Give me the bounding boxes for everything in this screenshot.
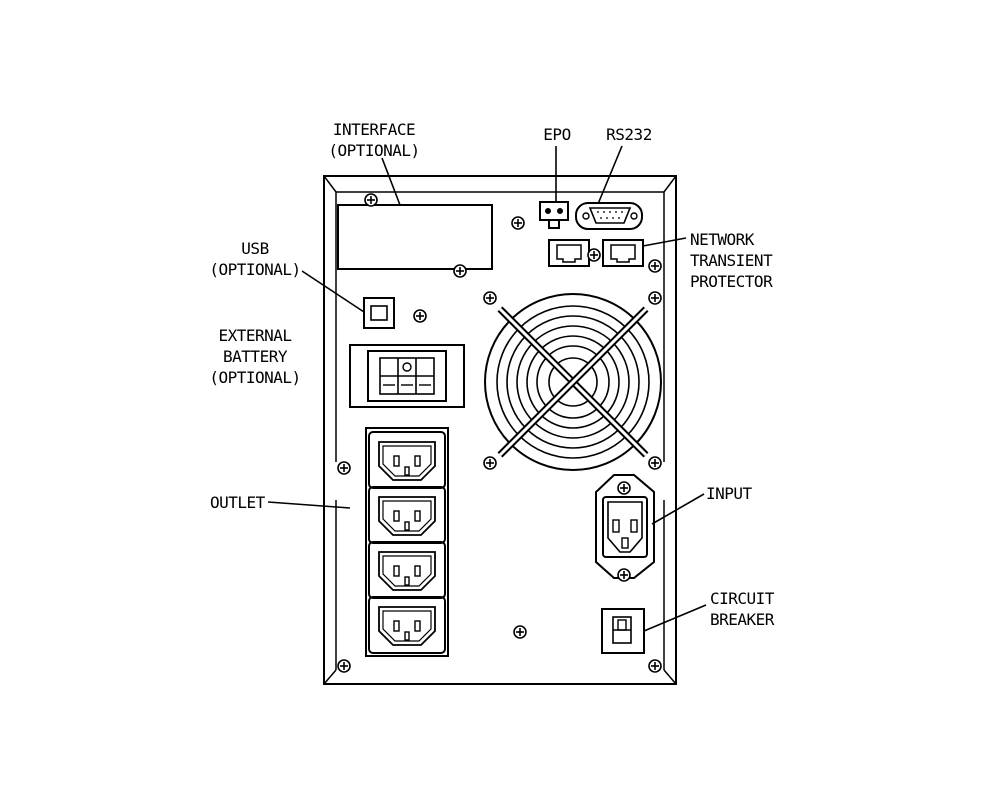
cooling-fan xyxy=(484,293,662,471)
label-network-line1: NETWORK xyxy=(690,230,754,249)
label-external-battery-line3: (OPTIONAL) xyxy=(209,368,301,387)
label-usb-line1: USB xyxy=(241,239,269,258)
input-socket xyxy=(595,474,655,579)
label-circuit-breaker-line2: BREAKER xyxy=(710,610,774,629)
epo-connector xyxy=(539,201,569,229)
label-interface: INTERFACE (OPTIONAL) xyxy=(314,119,434,161)
label-outlet: OUTLET xyxy=(210,493,265,512)
external-battery-connector xyxy=(349,344,465,408)
chassis xyxy=(323,175,677,685)
label-circuit-breaker-line1: CIRCUIT xyxy=(710,589,774,608)
label-usb: USB (OPTIONAL) xyxy=(196,238,314,280)
label-interface-line1: INTERFACE xyxy=(332,120,416,139)
label-epo: EPO xyxy=(543,125,571,144)
label-network-line3: PROTECTOR xyxy=(690,272,773,291)
label-network-line2: TRANSIENT xyxy=(690,251,773,270)
label-rs232: RS232 xyxy=(606,125,652,144)
label-interface-line2: (OPTIONAL) xyxy=(328,141,420,160)
label-circuit-breaker: CIRCUIT BREAKER xyxy=(710,588,774,630)
label-network-transient-protector: NETWORK TRANSIENT PROTECTOR xyxy=(690,229,773,292)
circuit-breaker xyxy=(601,608,645,654)
usb-port xyxy=(363,297,395,329)
label-usb-line2: (OPTIONAL) xyxy=(209,260,301,279)
outlet-panel xyxy=(365,427,449,657)
label-external-battery-line2: BATTERY xyxy=(223,347,287,366)
label-input: INPUT xyxy=(706,484,752,503)
label-external-battery: EXTERNAL BATTERY (OPTIONAL) xyxy=(196,325,314,388)
leader-lines xyxy=(267,145,707,632)
label-external-battery-line1: EXTERNAL xyxy=(218,326,292,345)
rs232-port xyxy=(575,202,643,230)
interface-slot xyxy=(337,204,493,270)
